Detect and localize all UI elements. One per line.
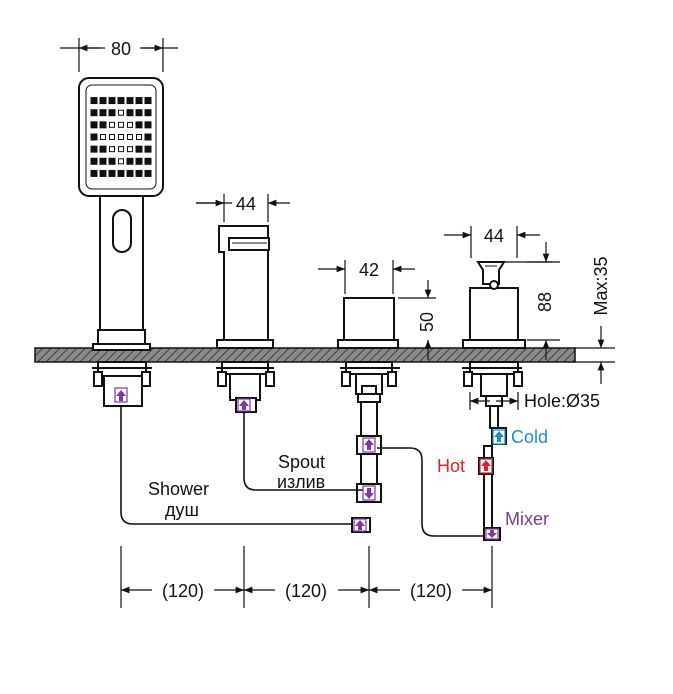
- spray-nozzle: [127, 121, 133, 128]
- label-shower-en: Shower: [148, 479, 209, 499]
- valve-up-arrow: [364, 439, 374, 450]
- shower-hose: [120, 406, 352, 525]
- dim-valve-height: 50: [417, 312, 437, 332]
- dim-deck-max: Max:35: [591, 256, 611, 315]
- valve-down-arrow: [364, 488, 374, 499]
- spray-nozzle: [118, 146, 124, 153]
- flow-arrows: [114, 387, 506, 540]
- spray-nozzle: [144, 145, 152, 153]
- spray-nozzle: [108, 109, 116, 117]
- label-cold: Cold: [511, 427, 548, 447]
- cold-up-arrow: [494, 431, 504, 442]
- spray-nozzle: [144, 121, 152, 129]
- spray-nozzle: [136, 134, 142, 140]
- label-shower-ru: душ: [165, 500, 199, 520]
- spray-nozzle: [109, 121, 115, 128]
- spray-nozzle: [127, 146, 133, 153]
- shower-spray-pattern: [90, 97, 152, 177]
- spray-nozzle: [90, 97, 98, 105]
- dim-spacing-1: (120): [162, 581, 204, 601]
- spray-nozzle: [126, 157, 134, 165]
- spray-nozzle: [109, 146, 115, 153]
- spray-nozzle: [100, 134, 106, 140]
- spray-nozzle: [144, 97, 152, 105]
- spray-nozzle: [135, 121, 143, 129]
- dim-spacing-3: (120): [410, 581, 452, 601]
- spray-nozzle: [144, 157, 152, 165]
- spray-nozzle: [99, 109, 107, 117]
- spray-nozzle: [109, 134, 115, 140]
- spray-nozzle: [117, 169, 125, 177]
- spray-nozzle: [144, 169, 152, 177]
- dim-spout-width: 44: [236, 194, 256, 214]
- label-hot: Hot: [437, 456, 465, 476]
- spray-nozzle: [99, 157, 107, 165]
- spray-nozzle: [99, 145, 107, 153]
- dim-spacing-2: (120): [285, 581, 327, 601]
- spray-nozzle: [127, 134, 133, 140]
- shower-handset: [78, 77, 164, 351]
- spray-nozzle: [135, 109, 143, 117]
- spray-nozzle: [118, 121, 124, 128]
- spray-nozzle: [126, 97, 134, 105]
- label-spout-en: Spout: [278, 452, 325, 472]
- hoses: [120, 406, 484, 537]
- mixer-hose: [377, 447, 484, 537]
- spray-nozzle: [108, 157, 116, 165]
- spout-up-arrow: [239, 400, 249, 410]
- spray-nozzle: [117, 97, 125, 105]
- spray-nozzle: [144, 133, 152, 141]
- spray-nozzle: [90, 109, 98, 117]
- spray-nozzle: [135, 145, 143, 153]
- spout-hose: [243, 412, 369, 491]
- spray-nozzle: [126, 169, 134, 177]
- dim-shower-width: 80: [111, 39, 131, 59]
- dim-mixer-height: 88: [535, 292, 555, 312]
- deck-slab: [34, 347, 576, 363]
- spray-nozzle: [118, 134, 124, 140]
- spray-nozzle: [135, 169, 143, 177]
- spray-nozzle: [108, 169, 116, 177]
- spray-nozzle: [108, 97, 116, 105]
- spray-nozzle: [135, 97, 143, 105]
- label-spout-ru: излив: [277, 472, 325, 492]
- spout: [216, 225, 275, 413]
- valve-bottom-up-arrow: [355, 520, 365, 530]
- spray-nozzle: [99, 97, 107, 105]
- spray-nozzle: [126, 109, 134, 117]
- spray-nozzle: [90, 169, 98, 177]
- spray-nozzle: [90, 133, 98, 141]
- dim-mixer-width: 44: [484, 226, 504, 246]
- spray-nozzle: [90, 145, 98, 153]
- spray-nozzle: [118, 109, 124, 116]
- dimension-lines: [60, 38, 615, 608]
- spray-nozzle: [144, 109, 152, 117]
- dim-valve-width: 42: [359, 260, 379, 280]
- spray-nozzle: [118, 158, 124, 165]
- diverter-valve: [337, 297, 400, 533]
- spray-nozzle: [99, 169, 107, 177]
- hot-up-arrow: [481, 460, 491, 471]
- spray-nozzle: [90, 121, 98, 129]
- spray-nozzle: [90, 157, 98, 165]
- dim-hole: Hole:Ø35: [524, 391, 600, 411]
- spray-nozzle: [99, 121, 107, 129]
- spray-nozzle: [135, 157, 143, 165]
- mixer-down-arrow: [487, 530, 497, 538]
- label-mixer: Mixer: [505, 509, 549, 529]
- shower-up-arrow: [116, 390, 126, 401]
